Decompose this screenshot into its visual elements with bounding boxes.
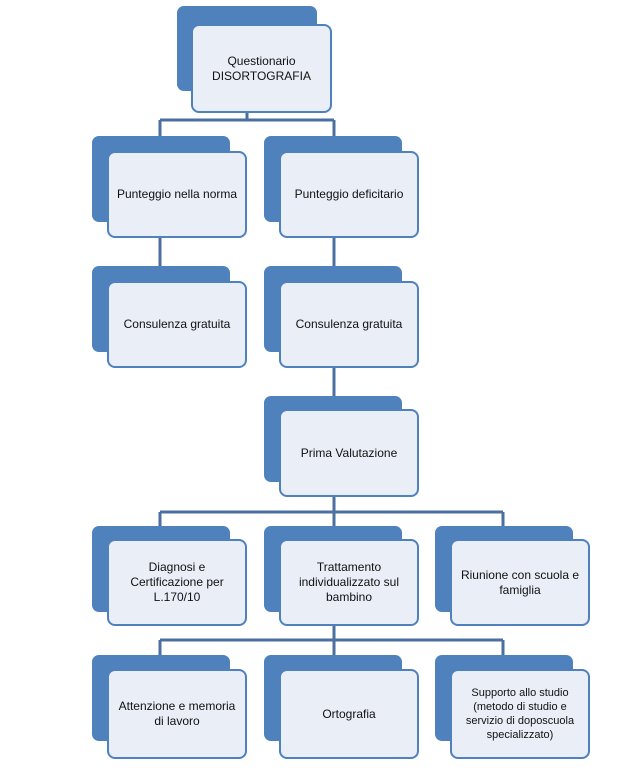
node-label: Punteggio nella norma [116, 187, 238, 201]
node-label: Supporto allo studio (metodo di studio e… [465, 687, 575, 741]
node-label: Trattamento individualizzato sul bambino [298, 560, 400, 604]
node-label: Ortografia [322, 706, 376, 721]
node-label: Prima Valutazione [300, 445, 398, 460]
node-label: Riunione con scuola e famiglia [460, 567, 580, 597]
node-label: Punteggio deficitario [294, 187, 404, 201]
node-label: Attenzione e memoria di lavoro [118, 699, 236, 728]
node-label: Questionario DISORTOGRAFIA [212, 53, 311, 83]
node-label: Consulenza gratuita [123, 317, 231, 331]
node-label: Diagnosi e Certificazione per L.170/10 [130, 560, 224, 604]
node-label: Consulenza gratuita [295, 317, 403, 331]
